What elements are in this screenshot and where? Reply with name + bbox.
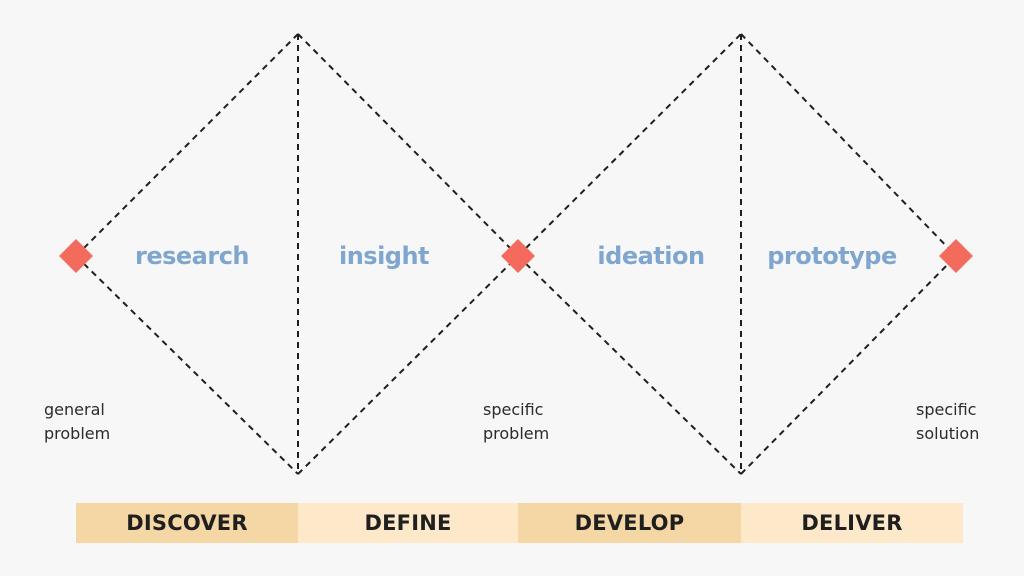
phase-label-research: research bbox=[134, 242, 250, 270]
note-general-problem: general problem bbox=[44, 400, 111, 443]
diamond2-upper-right-edge bbox=[740, 33, 957, 257]
diamond1-lower-right-edge bbox=[297, 255, 519, 475]
middle-diamond-marker-icon bbox=[501, 239, 535, 273]
diamond1-upper-left-edge bbox=[75, 33, 299, 257]
note-specific-problem: specific problem bbox=[483, 400, 550, 443]
diamond2-upper-left-edge bbox=[517, 33, 742, 257]
phase-label-ideation: ideation bbox=[597, 242, 705, 270]
diamond2-lower-left-edge bbox=[517, 255, 742, 475]
diamond1-upper-right-edge bbox=[297, 33, 519, 257]
stage-deliver: DELIVER bbox=[741, 503, 963, 543]
phase-label-insight: insight bbox=[338, 242, 430, 270]
stage-define: DEFINE bbox=[298, 503, 518, 543]
phase-label-prototype: prototype bbox=[767, 242, 897, 270]
diamond2-lower-right-edge bbox=[740, 255, 957, 475]
end-diamond-marker-icon bbox=[939, 239, 973, 273]
stage-discover: DISCOVER bbox=[76, 503, 298, 543]
note-specific-solution: specific solution bbox=[916, 400, 980, 443]
stage-develop: DEVELOP bbox=[518, 503, 741, 543]
diamond1-lower-left-edge bbox=[75, 255, 299, 475]
